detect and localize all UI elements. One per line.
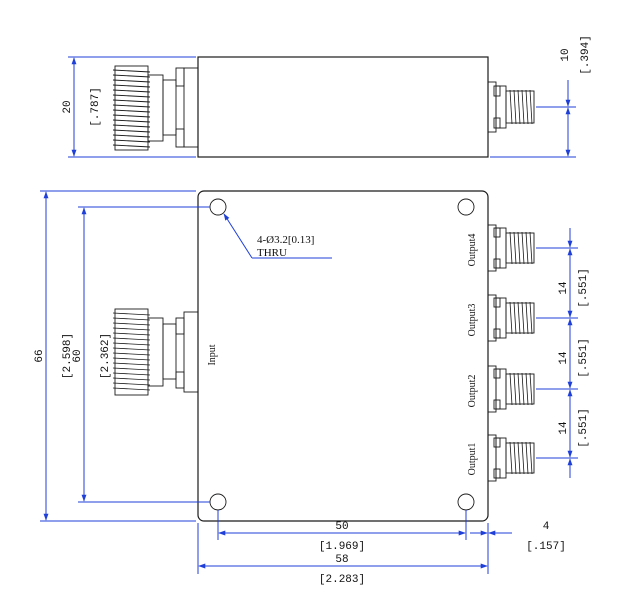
side-height-mm: 20 bbox=[62, 100, 74, 113]
side-view: 20 [.787] 10 [.394] bbox=[62, 35, 592, 158]
total-width-dimension: 58 [2.283] bbox=[197, 523, 489, 586]
edge-offset-mm: 4 bbox=[543, 521, 550, 533]
hole-note: 4-Ø3.2[0.13] THRU bbox=[223, 213, 332, 259]
hole-note-size: 4-Ø3.2[0.13] bbox=[257, 234, 314, 246]
hole-note-thru: THRU bbox=[257, 247, 287, 259]
side-view-n-connector bbox=[112, 65, 199, 151]
mounting-hole-top-left bbox=[209, 198, 227, 216]
front-view-input-connector bbox=[112, 308, 199, 396]
output2-label: Output2 bbox=[467, 375, 478, 408]
output3-label: Output3 bbox=[467, 304, 478, 337]
mounting-hole-top-right bbox=[457, 198, 475, 216]
output1-label: Output1 bbox=[467, 443, 478, 476]
side-view-body bbox=[197, 56, 489, 158]
pitch-3-mm: 14 bbox=[558, 421, 570, 435]
output-connector-2 bbox=[487, 365, 535, 413]
output-pitch-dimensions: 14 [.551] 14 [.551] 14 [.551] bbox=[536, 228, 590, 478]
side-view-height-dimension: 20 [.787] bbox=[62, 56, 196, 158]
side-view-connector-dimension: 10 [.394] bbox=[490, 35, 592, 158]
front-view: Input Output4 Output3 Output2 Output1 4-… bbox=[34, 190, 590, 586]
hole-height-dimension: 60 [2.362] bbox=[72, 206, 210, 503]
output-connector-4 bbox=[487, 224, 535, 272]
side-connector-mm: 10 bbox=[560, 48, 572, 61]
side-view-sma-connector bbox=[487, 81, 535, 133]
output-connector-3 bbox=[487, 294, 535, 342]
hole-height-inch: [2.362] bbox=[100, 333, 112, 379]
front-view-body bbox=[197, 190, 489, 522]
mounting-hole-bottom-right bbox=[457, 493, 475, 511]
mounting-hole-bottom-left bbox=[209, 493, 227, 511]
hole-width-inch: [1.969] bbox=[319, 541, 365, 553]
edge-offset-dimension: 4 [.157] bbox=[470, 521, 566, 553]
side-height-inch: [.787] bbox=[90, 87, 102, 127]
pitch-2-mm: 14 bbox=[558, 351, 570, 365]
pitch-1-inch: [.551] bbox=[578, 268, 590, 308]
pitch-2-inch: [.551] bbox=[578, 338, 590, 378]
total-width-mm: 58 bbox=[335, 554, 348, 566]
hole-width-dimension: 50 [1.969] bbox=[217, 510, 467, 553]
output-connector-1 bbox=[487, 434, 535, 482]
total-height-dimension: 66 [2.598] bbox=[34, 190, 196, 522]
pitch-1-mm: 14 bbox=[558, 281, 570, 295]
total-width-inch: [2.283] bbox=[319, 574, 365, 586]
pitch-3-inch: [.551] bbox=[578, 408, 590, 448]
total-height-mm: 66 bbox=[34, 349, 46, 362]
total-height-inch: [2.598] bbox=[62, 333, 74, 379]
edge-offset-inch: [.157] bbox=[526, 541, 566, 553]
hole-height-mm: 60 bbox=[72, 349, 84, 362]
input-label: Input bbox=[207, 344, 218, 365]
side-connector-inch: [.394] bbox=[580, 35, 592, 75]
hole-width-mm: 50 bbox=[335, 521, 348, 533]
output4-label: Output4 bbox=[467, 234, 478, 267]
